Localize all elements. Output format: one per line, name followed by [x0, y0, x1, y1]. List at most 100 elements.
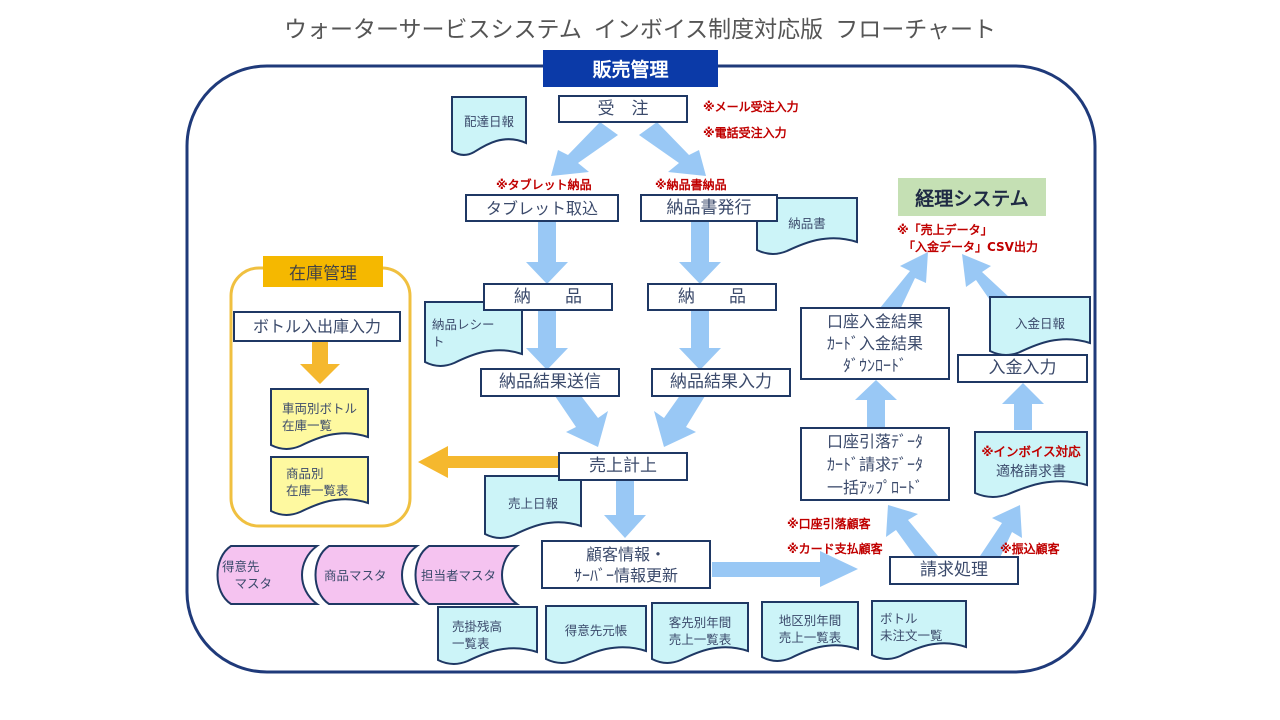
- doc-customer-ledger-shape: [545, 605, 647, 664]
- doc-product-stock-list[interactable]: 商品別 在庫一覧表: [286, 459, 366, 505]
- process-order[interactable]: 受 注: [558, 95, 688, 123]
- doc-delivery-daily-label: 配達日報: [463, 113, 514, 129]
- doc-customer-ledger-label: 得意先元帳: [564, 622, 628, 638]
- process-delivery-slip-issue[interactable]: 納品書発行: [640, 194, 778, 222]
- process-payment-input-label: 入金入力: [988, 358, 1057, 378]
- doc-sales-daily[interactable]: 売上日報: [485, 478, 581, 528]
- doc-bottle-unordered[interactable]: ボトル 未注文一覧: [880, 603, 970, 651]
- process-delivery-left-label: 納 品: [514, 286, 582, 307]
- arrow-payment-to-accounting: [962, 254, 1010, 306]
- title-system: ウォーターサービスシステム: [284, 17, 582, 43]
- master-customer-label: 得意先 マスタ: [222, 559, 273, 591]
- doc-customer-annual-sales-shape: [651, 602, 749, 664]
- doc-delivery-slip-label: 納品書: [788, 215, 826, 231]
- doc-delivery-receipt-label: 納品レシー ト: [432, 317, 495, 349]
- doc-delivery-daily[interactable]: 配達日報: [452, 96, 526, 146]
- process-sales-record[interactable]: 売上計上: [558, 452, 688, 481]
- doc-qualified-invoice-note: ※インボイス対応: [981, 444, 1081, 459]
- arrow-send-to-sales: [555, 384, 608, 447]
- doc-product-stock-list-shape: [270, 456, 369, 516]
- sales-management-label: 販売管理: [592, 59, 669, 81]
- doc-payment-daily-label: 入金日報: [1014, 315, 1065, 331]
- doc-qualified-invoice[interactable]: ※インボイス対応 適格請求書: [975, 433, 1087, 491]
- doc-customer-annual-sales[interactable]: 客先別年間 売上一覧表: [652, 607, 748, 655]
- master-staff[interactable]: 担当者マスタ: [421, 552, 511, 598]
- process-delivery-left[interactable]: 納 品: [483, 283, 613, 311]
- doc-delivery-slip[interactable]: 納品書: [757, 198, 857, 248]
- arrow-bottle-input-down: [300, 342, 340, 384]
- doc-payment-daily-shape: [989, 296, 1091, 356]
- process-delivery-slip-issue-label: 納品書発行: [666, 197, 752, 218]
- arrow-upload-to-download: [855, 380, 897, 428]
- master-product-label: 商品マスタ: [324, 567, 387, 583]
- master-product[interactable]: 商品マスタ: [324, 552, 404, 598]
- arrow-order-to-slip: [639, 122, 706, 176]
- master-staff-shape: [414, 545, 521, 605]
- doc-customer-ledger[interactable]: 得意先元帳: [546, 610, 646, 650]
- process-delivery-result-input[interactable]: 納品結果入力: [651, 368, 791, 397]
- arrow-tablet-to-delivery: [526, 222, 568, 284]
- arrow-download-to-accounting: [880, 252, 928, 314]
- process-delivery-result-send[interactable]: 納品結果送信: [480, 368, 620, 397]
- doc-area-annual-sales-shape: [761, 601, 859, 662]
- doc-product-stock-list-label: 商品別 在庫一覧表: [286, 466, 349, 498]
- flow-arrows: [526, 122, 1044, 587]
- process-delivery-result-send-label: 納品結果送信: [499, 372, 601, 392]
- accounting-system-label: 経理システム: [915, 187, 1029, 210]
- process-payment-input[interactable]: 入金入力: [957, 354, 1088, 383]
- note-mail-order: ※メール受注入力: [703, 100, 799, 114]
- doc-delivery-receipt[interactable]: 納品レシー ト: [432, 308, 522, 358]
- process-delivery-right-label: 納 品: [678, 286, 746, 307]
- doc-receivables-list-shape: [437, 606, 538, 665]
- master-staff-label: 担当者マスタ: [421, 567, 497, 583]
- doc-qualified-invoice-label: 適格請求書: [996, 464, 1066, 480]
- process-customer-update-label: 顧客情報・ ｻｰﾊﾞｰ情報更新: [573, 544, 678, 585]
- process-delivery-result-input-label: 納品結果入力: [670, 372, 772, 392]
- doc-area-annual-sales[interactable]: 地区別年間 売上一覧表: [762, 605, 858, 653]
- process-sales-record-label: 売上計上: [589, 456, 657, 476]
- doc-vehicle-bottle-stock-shape: [270, 388, 369, 450]
- doc-payment-daily[interactable]: 入金日報: [990, 298, 1090, 348]
- doc-delivery-receipt-shape: [424, 301, 523, 367]
- note-tablet-delivery: ※タブレット納品: [496, 178, 592, 192]
- arrow-sales-to-customer: [604, 480, 646, 538]
- doc-delivery-daily-shape: [451, 96, 527, 156]
- doc-receivables-list[interactable]: 売掛残高 一覧表: [452, 612, 532, 658]
- arrow-invoice-to-payment: [1002, 383, 1044, 430]
- arrow-billing-to-invoice: [980, 505, 1022, 566]
- process-bulk-upload-label: 口座引落ﾃﾞｰﾀ ｶｰﾄﾞ請求ﾃﾞｰﾀ 一括ｱｯﾌﾟﾛｰﾄﾞ: [826, 431, 923, 497]
- master-customer-shape: [216, 545, 321, 605]
- master-product-shape: [314, 545, 421, 605]
- doc-receivables-list-label: 売掛残高 一覧表: [452, 619, 503, 651]
- note-card-payment: ※カード支払顧客: [787, 542, 883, 556]
- title-edition: インボイス制度対応版: [593, 17, 824, 43]
- doc-vehicle-bottle-stock[interactable]: 車両別ボトル 在庫一覧: [282, 392, 372, 442]
- process-tablet-import[interactable]: タブレット取込: [465, 194, 619, 222]
- sales-management-header: 販売管理: [543, 50, 718, 87]
- page-title: ウォーターサービスシステムインボイス制度対応版フローチャート: [0, 10, 1280, 44]
- inventory-management-header: 在庫管理: [263, 256, 383, 287]
- arrow-delivery-to-input: [679, 310, 721, 370]
- arrow-delivery-to-send: [526, 310, 568, 370]
- doc-delivery-slip-shape: [756, 197, 858, 255]
- master-customer[interactable]: 得意先 マスタ: [222, 552, 302, 598]
- note-csv-output: ※「売上データ」 「入金データ」CSV出力: [897, 223, 1038, 254]
- process-tablet-import-label: タブレット取込: [485, 198, 598, 218]
- arrow-input-to-sales: [654, 384, 705, 447]
- process-delivery-right[interactable]: 納 品: [647, 283, 777, 311]
- process-download-results[interactable]: 口座入金結果 ｶｰﾄﾞ入金結果 ﾀﾞｳﾝﾛｰﾄﾞ: [800, 307, 950, 380]
- process-bulk-upload[interactable]: 口座引落ﾃﾞｰﾀ ｶｰﾄﾞ請求ﾃﾞｰﾀ 一括ｱｯﾌﾟﾛｰﾄﾞ: [800, 427, 950, 501]
- arrow-slip-to-delivery: [679, 222, 721, 284]
- process-download-results-label: 口座入金結果 ｶｰﾄﾞ入金結果 ﾀﾞｳﾝﾛｰﾄﾞ: [826, 311, 923, 375]
- inventory-management-label: 在庫管理: [289, 264, 357, 284]
- note-bank-transfer: ※振込顧客: [1000, 542, 1060, 556]
- process-billing[interactable]: 請求処理: [889, 556, 1019, 585]
- title-flowchart: フローチャート: [835, 17, 996, 43]
- doc-area-annual-sales-label: 地区別年間 売上一覧表: [778, 613, 842, 645]
- process-customer-update[interactable]: 顧客情報・ ｻｰﾊﾞｰ情報更新: [541, 540, 711, 589]
- doc-sales-daily-label: 売上日報: [507, 495, 558, 511]
- process-bottle-io-input[interactable]: ボトル入出庫入力: [233, 311, 401, 342]
- arrow-billing-to-upload: [886, 505, 938, 566]
- inventory-arrows: [300, 342, 558, 478]
- doc-customer-annual-sales-label: 客先別年間 売上一覧表: [668, 615, 732, 647]
